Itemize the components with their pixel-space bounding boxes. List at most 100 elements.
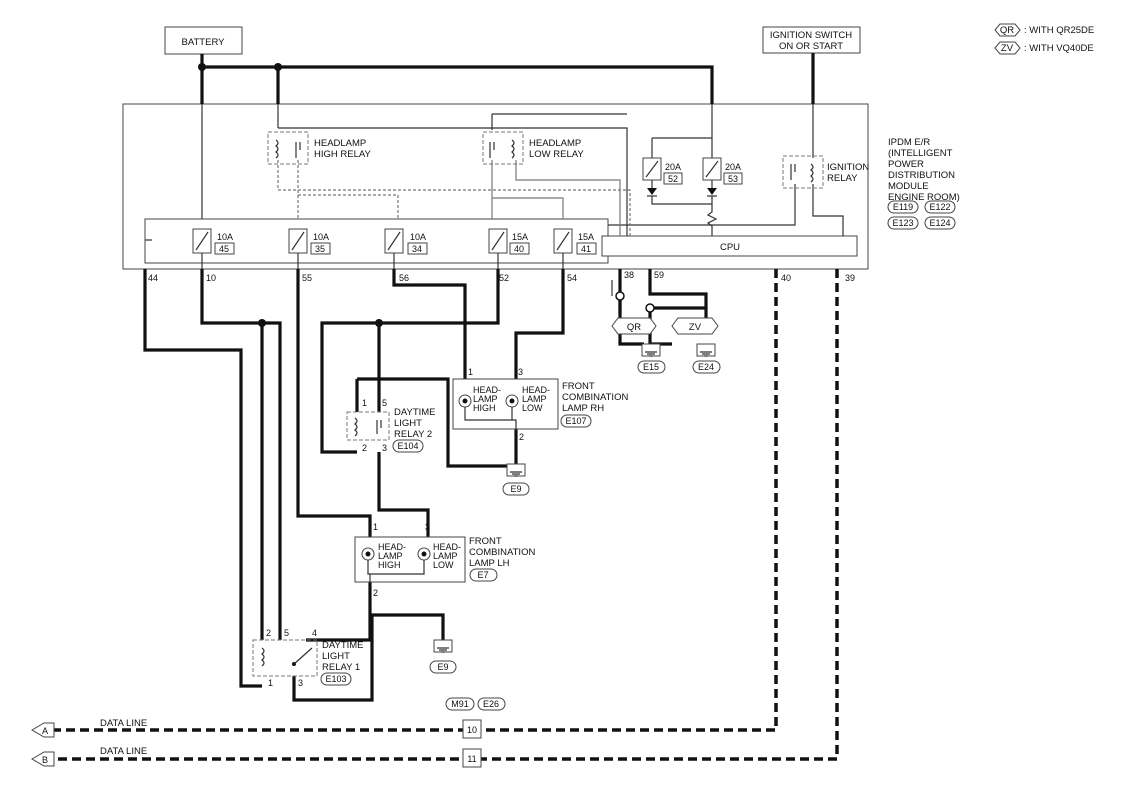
ipdm-internal-wires bbox=[201, 104, 844, 236]
daytime-light-relay-2: 1 5 2 3 DAYTIME LIGHT RELAY 2 E104 bbox=[346, 398, 436, 453]
fuse-34-rating: 10A bbox=[410, 232, 426, 242]
ipdm-label-1: IPDM E/R bbox=[888, 137, 930, 148]
ground-qr-code: QR bbox=[627, 322, 641, 333]
ground-e15: E15 bbox=[643, 362, 659, 372]
data-line-a-label: DATA LINE bbox=[100, 718, 147, 729]
fuse-block bbox=[144, 218, 609, 264]
legend-zv-code: ZV bbox=[1001, 43, 1014, 54]
headlamp-high-relay: HEADLAMP HIGH RELAY bbox=[267, 131, 372, 165]
data-lines: A B DATA LINE DATA LINE M91 E26 10 11 bbox=[31, 269, 839, 768]
legend: QR : WITH QR25DE ZV : WITH VQ40DE bbox=[994, 23, 1094, 55]
fuse-35-number: 35 bbox=[315, 244, 325, 254]
ipdm-pins: 44 10 55 56 52 54 38 59 40 39 bbox=[148, 270, 855, 283]
ipdm-connector-e123-badge bbox=[887, 216, 919, 230]
ipdm-connector-e124-badge bbox=[924, 216, 956, 230]
engine-variant-grounds: QR ZV E15 E24 bbox=[611, 317, 721, 374]
data-line-pin-10: 10 bbox=[467, 725, 477, 735]
data-line-b-label: DATA LINE bbox=[100, 746, 147, 757]
data-line-b-arrow bbox=[31, 751, 55, 767]
ground-e24: E24 bbox=[698, 362, 714, 372]
ipdm-pin-52: 52 bbox=[499, 273, 509, 283]
connector-m91: M91 bbox=[451, 699, 469, 709]
dtr1-connector: E103 bbox=[325, 674, 346, 684]
dtr1-title-3: RELAY 1 bbox=[322, 662, 360, 673]
ipdm-pin-38: 38 bbox=[624, 270, 634, 280]
ipdm-connector-e124: E124 bbox=[929, 218, 950, 228]
lh-title-1: FRONT bbox=[469, 536, 502, 547]
lh-low-2: LAMP bbox=[433, 551, 458, 561]
fuse-35-rating: 10A bbox=[313, 232, 329, 242]
ipdm-pin-56: 56 bbox=[399, 273, 409, 283]
legend-qr-badge bbox=[994, 23, 1021, 37]
rh-high-3: HIGH bbox=[473, 403, 496, 413]
fuse-41-number: 41 bbox=[581, 244, 591, 254]
dtr2-pin-3: 3 bbox=[382, 443, 387, 453]
dtr1-pin-5: 5 bbox=[284, 628, 289, 638]
ground-zv-code: ZV bbox=[689, 322, 702, 333]
rh-pin-3: 3 bbox=[518, 367, 523, 377]
dtr2-title-1: DAYTIME bbox=[394, 407, 436, 418]
battery-label: BATTERY bbox=[182, 37, 226, 48]
rh-low-2: LAMP bbox=[522, 394, 547, 404]
dtr2-connector: E104 bbox=[397, 441, 418, 451]
fuse-40-number: 40 bbox=[514, 244, 524, 254]
lh-pin-2: 2 bbox=[373, 588, 378, 598]
fuse-45-number: 45 bbox=[219, 244, 229, 254]
connector-e26: E26 bbox=[483, 699, 499, 709]
ground-e9-rh-label: E9 bbox=[510, 484, 521, 494]
ipdm-pin-39: 39 bbox=[845, 273, 855, 283]
ipdm-pin-10: 10 bbox=[206, 273, 216, 283]
harness-wires bbox=[143, 269, 708, 702]
fuse-35: 10A 35 bbox=[288, 228, 331, 255]
lh-title-2: COMBINATION bbox=[469, 547, 535, 558]
ipdm-pin-55: 55 bbox=[302, 273, 312, 283]
ign-relay-label-2: RELAY bbox=[827, 173, 858, 184]
ipdm-label: IPDM E/R (INTELLIGENT POWER DISTRIBUTION… bbox=[887, 137, 960, 230]
ipdm-connector-e119-badge bbox=[887, 200, 919, 214]
lh-pin-3: 3 bbox=[425, 522, 430, 532]
dtr1-title-1: DAYTIME bbox=[322, 640, 364, 651]
daytime-light-relay-1: 2 5 4 1 3 DAYTIME LIGHT RELAY 1 E103 bbox=[252, 628, 364, 688]
dtr2-pin-5: 5 bbox=[382, 398, 387, 408]
dtr1-pin-3: 3 bbox=[298, 678, 303, 688]
ipdm-label-3: POWER bbox=[888, 159, 924, 170]
cpu-label: CPU bbox=[720, 242, 740, 253]
rh-pin-2: 2 bbox=[519, 432, 524, 442]
hi-relay-label-1: HEADLAMP bbox=[314, 138, 366, 149]
data-line-a-code: A bbox=[42, 726, 48, 736]
ground-e9-lh-label: E9 bbox=[437, 662, 448, 672]
ipdm-pin-59: 59 bbox=[654, 270, 664, 280]
ipdm-pin-54: 54 bbox=[567, 273, 577, 283]
lh-high-1: HEAD- bbox=[378, 542, 406, 552]
rh-pin-1: 1 bbox=[468, 367, 473, 377]
ignition-switch-label-1: IGNITION SWITCH bbox=[770, 30, 852, 41]
legend-zv-text: : WITH VQ40DE bbox=[1024, 43, 1094, 54]
fuse-53-rating: 20A bbox=[725, 162, 741, 172]
power-wires bbox=[198, 53, 815, 104]
ground-e9-lh: E9 bbox=[429, 639, 457, 674]
rh-high-2: LAMP bbox=[473, 394, 498, 404]
ignition-relay: IGNITION RELAY bbox=[782, 155, 869, 189]
fuse-40-rating: 15A bbox=[512, 232, 528, 242]
ipdm-label-6: ENGINE ROOM) bbox=[888, 192, 960, 203]
headlamp-low-relay: HEADLAMP LOW RELAY bbox=[482, 131, 584, 165]
battery-box bbox=[164, 26, 243, 55]
dtr1-pin-4: 4 bbox=[312, 628, 317, 638]
lo-relay-label-1: HEADLAMP bbox=[529, 138, 581, 149]
ign-relay-label-1: IGNITION bbox=[827, 162, 869, 173]
dtr1-title-2: LIGHT bbox=[322, 651, 350, 662]
ipdm-label-5: MODULE bbox=[888, 181, 929, 192]
fuse-40: 15A 40 bbox=[488, 228, 530, 255]
ipdm-connector-e122: E122 bbox=[929, 202, 950, 212]
data-line-pin-11: 11 bbox=[467, 754, 476, 764]
fuse-53-number: 53 bbox=[728, 174, 738, 184]
dtr2-pin-1: 1 bbox=[362, 398, 367, 408]
fuse-45: 10A 45 bbox=[192, 228, 235, 255]
lh-high-2: LAMP bbox=[378, 551, 403, 561]
legend-qr-code: QR bbox=[1000, 25, 1014, 36]
fuse-output-stubs bbox=[145, 239, 564, 269]
rh-low-3: LOW bbox=[522, 403, 543, 413]
front-combination-lamp-rh: HEAD- LAMP HIGH HEAD- LAMP LOW 1 3 2 FRO… bbox=[452, 367, 628, 442]
lh-low-3: LOW bbox=[433, 560, 454, 570]
